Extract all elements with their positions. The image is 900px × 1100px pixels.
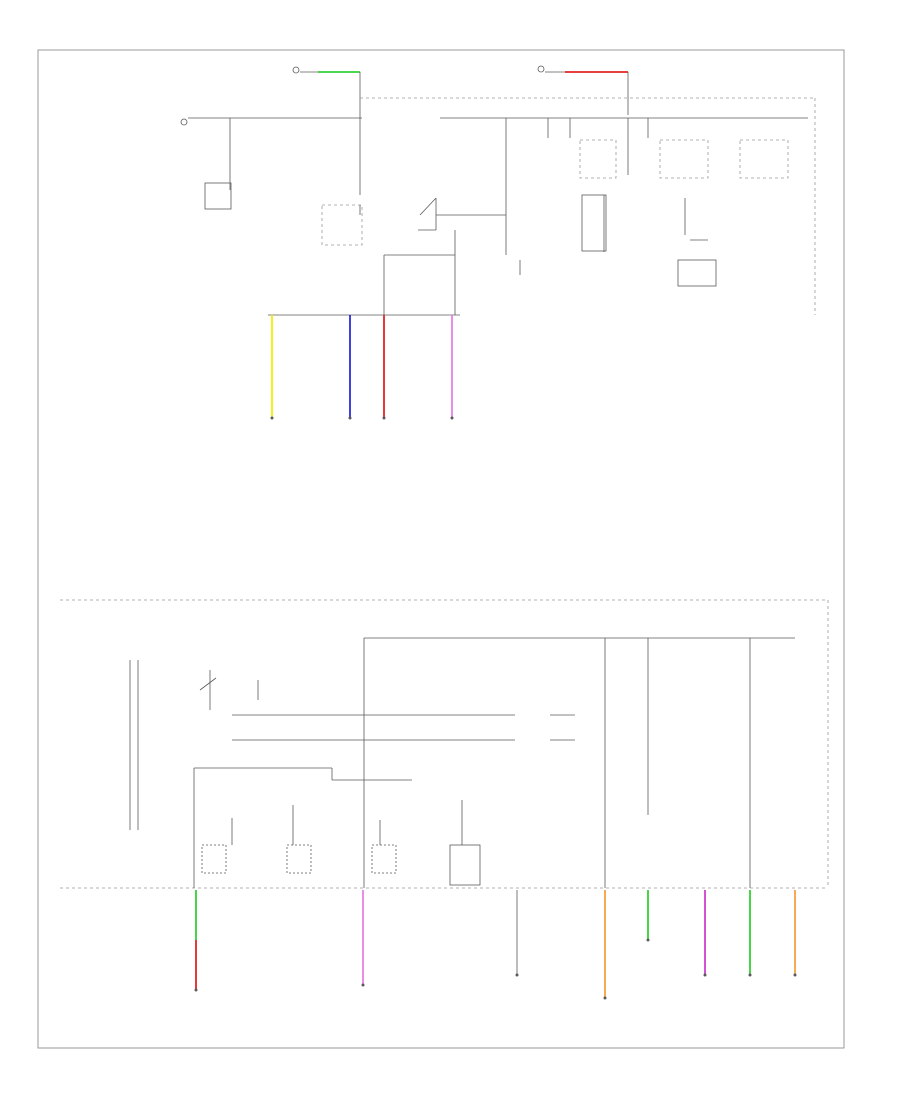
- battery-connector-right: [537, 65, 565, 73]
- upper-section: [180, 65, 816, 316]
- lower-output-wires: [195, 890, 796, 998]
- relay-left: [204, 182, 232, 210]
- lower-section: [60, 599, 829, 889]
- lower-terminals: [194, 938, 797, 1000]
- battery-connector-left: [292, 66, 318, 74]
- relay-box-3: [739, 139, 789, 179]
- relay-box-2: [659, 139, 709, 179]
- upper-terminals: [270, 416, 454, 420]
- relay-lower-2: [286, 844, 312, 874]
- relay-lower-1: [201, 844, 227, 874]
- relay-box-1: [579, 139, 617, 179]
- relay-lower-3: [371, 844, 397, 874]
- upper-output-wires: [271, 315, 453, 418]
- relay-center: [321, 204, 363, 246]
- relay-lower-4: [449, 844, 481, 886]
- relay-box-5: [677, 259, 717, 287]
- diagram-frame: [37, 49, 845, 1049]
- ground-connector: [180, 118, 188, 126]
- relay-box-4: [581, 194, 607, 252]
